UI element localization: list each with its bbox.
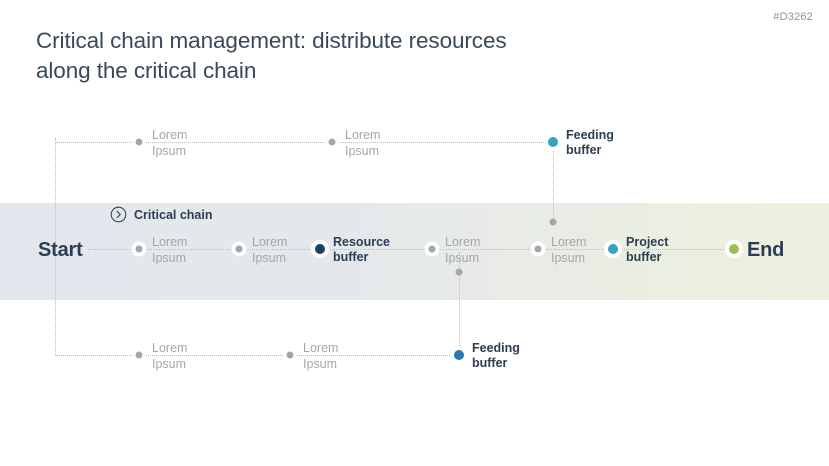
- label-bot-feeding-buffer-line-1: Feeding: [472, 341, 520, 355]
- page-title-line-1: Critical chain management: distribute re…: [36, 28, 507, 53]
- label-bot-n1-line-1: Lorem: [152, 341, 188, 355]
- label-mid-n3-line-1: Lorem: [445, 235, 481, 249]
- chevron-right-circle-icon: [110, 206, 127, 223]
- dotted-connector-horizontal: [246, 249, 313, 251]
- node-resource-buffer[interactable]: [315, 244, 325, 254]
- node-project-buffer[interactable]: [608, 244, 618, 254]
- label-top-n1-line-1: Lorem: [152, 128, 188, 142]
- dotted-connector-horizontal: [620, 249, 727, 251]
- label-mid-n4-line-2: Ipsum: [551, 251, 586, 265]
- node-end-node[interactable]: [729, 244, 739, 254]
- node-mid-n2[interactable]: [235, 245, 243, 253]
- dotted-connector-horizontal: [146, 355, 283, 357]
- label-bot-n1-line-2: Ipsum: [152, 357, 187, 371]
- label-mid-n4-line-1: Lorem: [551, 235, 587, 249]
- label-top-n2-line-1: Lorem: [345, 128, 381, 142]
- label-resource-buffer-line-1: Resource: [333, 235, 390, 249]
- dotted-connector-horizontal: [88, 249, 132, 251]
- node-top-n2[interactable]: [328, 138, 336, 146]
- junction-top-feeding[interactable]: [549, 218, 557, 226]
- critical-chain-legend[interactable]: Critical chain: [110, 206, 213, 223]
- node-mid-n4[interactable]: [534, 245, 542, 253]
- node-mid-n3[interactable]: [428, 245, 436, 253]
- node-bot-n1[interactable]: [135, 351, 143, 359]
- dotted-connector-horizontal: [56, 355, 132, 357]
- page-title: Critical chain management: distribute re…: [36, 26, 656, 86]
- page-title-line-2: along the critical chain: [36, 58, 257, 83]
- dotted-connector-start-spine: [55, 138, 57, 356]
- label-top-feeding-buffer-line-2: buffer: [566, 143, 602, 157]
- start-node-label: Start: [38, 239, 83, 262]
- label-bot-feeding-buffer-line-2: buffer: [472, 356, 508, 370]
- label-mid-n1-line-2: Ipsum: [152, 251, 187, 265]
- critical-chain-legend-label: Critical chain: [134, 207, 213, 222]
- dotted-connector-horizontal: [146, 249, 232, 251]
- node-top-feeding-buffer[interactable]: [548, 137, 558, 147]
- node-top-n1[interactable]: [135, 138, 143, 146]
- dotted-connector-top-feeding-to-chain: [553, 146, 555, 224]
- dotted-connector-horizontal: [545, 249, 606, 251]
- dotted-connector-horizontal: [339, 142, 546, 144]
- dotted-connector-horizontal: [327, 249, 425, 251]
- label-end-node-line-1: End: [747, 239, 785, 261]
- node-bot-n2[interactable]: [286, 351, 294, 359]
- label-end-node: End: [747, 239, 784, 262]
- dotted-connector-horizontal: [297, 355, 452, 357]
- node-mid-n1[interactable]: [135, 245, 143, 253]
- slide-id-label: #D3262: [773, 11, 813, 23]
- dotted-connector-horizontal: [146, 142, 325, 144]
- start-label-text: Start: [38, 239, 83, 261]
- label-mid-n1-line-1: Lorem: [152, 235, 188, 249]
- label-bot-n2-line-2: Ipsum: [303, 357, 338, 371]
- junction-bottom-feeding[interactable]: [455, 268, 463, 276]
- label-mid-n2-line-2: Ipsum: [252, 251, 287, 265]
- label-top-feeding-buffer-line-1: Feeding: [566, 128, 614, 142]
- node-bot-feeding-buffer[interactable]: [454, 350, 464, 360]
- label-mid-n3-line-2: Ipsum: [445, 251, 480, 265]
- label-project-buffer-line-2: buffer: [626, 250, 662, 264]
- label-top-n1-line-2: Ipsum: [152, 144, 187, 158]
- label-mid-n2-line-1: Lorem: [252, 235, 288, 249]
- dotted-connector-horizontal: [439, 249, 531, 251]
- label-project-buffer-line-1: Project: [626, 235, 669, 249]
- label-resource-buffer-line-2: buffer: [333, 250, 369, 264]
- dotted-connector-chain-to-bottom-feeding: [459, 252, 461, 352]
- label-top-n2-line-2: Ipsum: [345, 144, 380, 158]
- dotted-connector-horizontal: [56, 142, 132, 144]
- label-bot-n2-line-1: Lorem: [303, 341, 339, 355]
